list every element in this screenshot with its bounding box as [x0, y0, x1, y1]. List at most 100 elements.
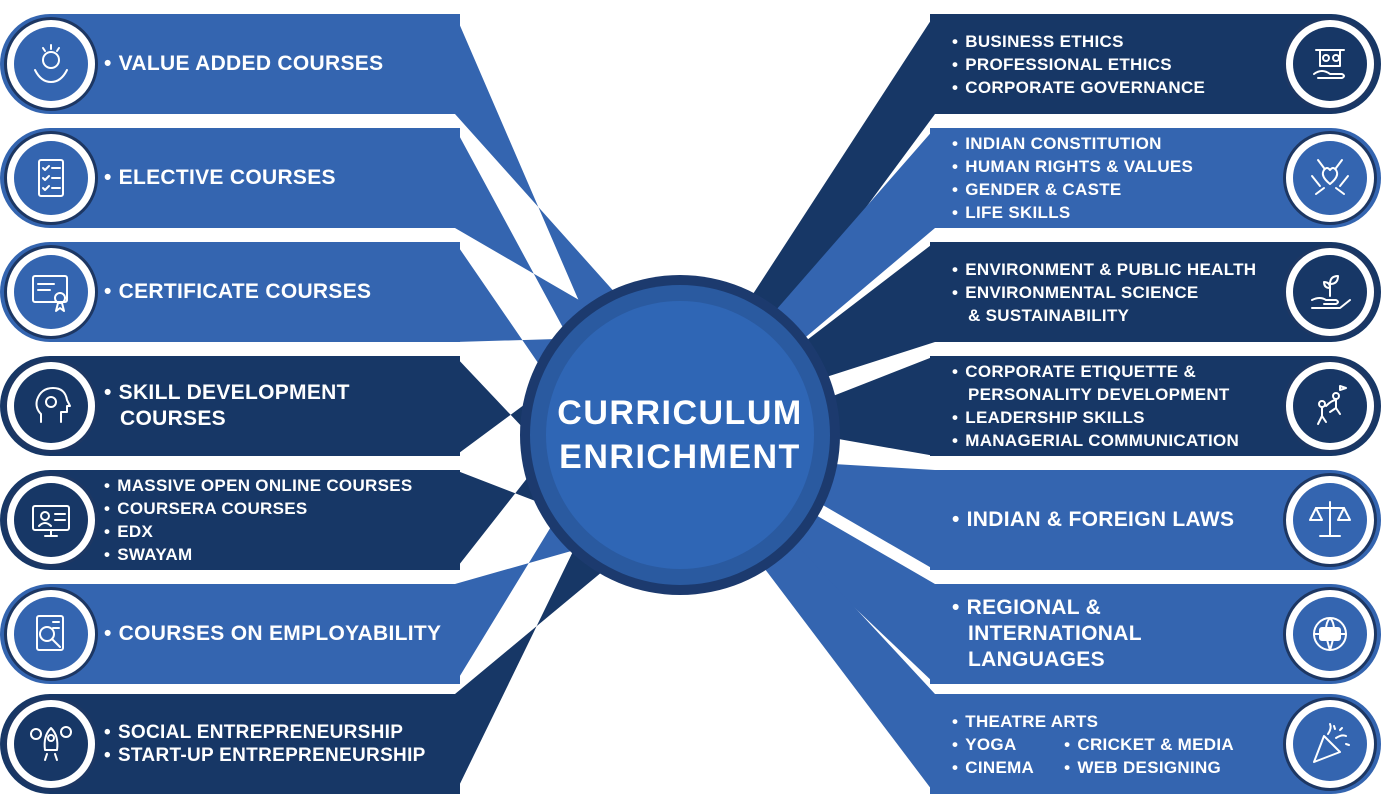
hub-circle: CURRICULUM ENRICHMENT — [520, 275, 840, 595]
icon-badge — [1283, 697, 1377, 791]
item-label: BUSINESS ETHICS — [952, 30, 1205, 53]
hub-core: CURRICULUM ENRICHMENT — [546, 301, 814, 569]
hub-title-line-2: ENRICHMENT — [559, 438, 801, 476]
panel-text: CORPORATE ETIQUETTE & PERSONALITY DEVELO… — [952, 356, 1239, 456]
panel-online-courses: MASSIVE OPEN ONLINE COURSES COURSERA COU… — [0, 470, 460, 570]
panel-text: VALUE ADDED COURSES — [104, 14, 383, 114]
item-label: ENVIRONMENT & PUBLIC HEALTH — [952, 258, 1256, 281]
item-label: CERTIFICATE COURSES — [104, 279, 371, 305]
item-label: PROFESSIONAL ETHICS — [952, 53, 1205, 76]
panel-courses-on-employability: COURSES ON EMPLOYABILITY — [0, 584, 460, 684]
panel-elective-courses: ELECTIVE COURSES — [0, 128, 460, 228]
hand-plant-icon — [1293, 255, 1367, 329]
panel-text: ENVIRONMENT & PUBLIC HEALTH ENVIRONMENTA… — [952, 242, 1256, 342]
item-label: SOCIAL ENTREPRENEURSHIP — [104, 721, 426, 744]
scales-money-icon — [1293, 27, 1367, 101]
item-label: START-UP ENTREPRENEURSHIP — [104, 744, 426, 767]
item-label: CORPORATE GOVERNANCE — [952, 76, 1205, 99]
connector-wedge-right — [759, 537, 935, 794]
panel-laws: INDIAN & FOREIGN LAWS — [930, 470, 1381, 570]
panel-environment: ENVIRONMENT & PUBLIC HEALTH ENVIRONMENTA… — [930, 242, 1381, 342]
icon-badge — [4, 359, 98, 453]
icon-badge — [1283, 131, 1377, 225]
panel-text: MASSIVE OPEN ONLINE COURSES COURSERA COU… — [104, 470, 413, 570]
panel-text: SKILL DEVELOPMENT COURSES — [104, 356, 350, 456]
panel-text: INDIAN & FOREIGN LAWS — [952, 470, 1234, 570]
hands-lightbulb-icon — [14, 27, 88, 101]
panel-text: INDIAN CONSTITUTION HUMAN RIGHTS & VALUE… — [952, 128, 1193, 228]
item-label: CRICKET & MEDIA — [1064, 733, 1234, 756]
item-label: LIFE SKILLS — [952, 201, 1193, 224]
item-label-continued: COURSES — [120, 407, 226, 430]
item-label: HUMAN RIGHTS & VALUES — [952, 155, 1193, 178]
item-label: SKILL DEVELOPMENT — [104, 380, 350, 406]
connector-wedge-right — [825, 356, 935, 456]
item-label-continued: & SUSTAINABILITY — [968, 305, 1130, 325]
two-column-list: YOGA CINEMA CRICKET & MEDIA WEB DESIGNIN… — [952, 733, 1234, 779]
item-label: THEATRE ARTS — [952, 710, 1234, 733]
resume-search-icon — [14, 597, 88, 671]
item-label: YOGA — [952, 733, 1034, 756]
connector-wedge-right — [771, 128, 935, 344]
item-label: ENVIRONMENTAL SCIENCE — [952, 281, 1256, 304]
panel-ethics: BUSINESS ETHICS PROFESSIONAL ETHICS CORP… — [930, 14, 1381, 114]
connector-wedge-left — [455, 14, 620, 318]
icon-badge — [1283, 587, 1377, 681]
panel-text: ELECTIVE COURSES — [104, 128, 336, 228]
panel-text: COURSES ON EMPLOYABILITY — [104, 584, 441, 684]
item-label: CORPORATE ETIQUETTE & — [952, 360, 1239, 383]
icon-badge — [4, 697, 98, 791]
panel-arts-media: THEATRE ARTS YOGA CINEMA CRICKET & MEDIA… — [930, 694, 1381, 794]
connector-wedge-right — [800, 242, 935, 380]
connector-wedge-left — [455, 356, 535, 456]
connector-wedge-right — [748, 14, 935, 324]
panel-languages: REGIONAL & INTERNATIONAL LANGUAGES — [930, 584, 1381, 684]
item-label-continued: LANGUAGES — [968, 648, 1105, 671]
climbing-team-icon — [1293, 369, 1367, 443]
item-label: ELECTIVE COURSES — [104, 165, 336, 191]
icon-badge — [1283, 245, 1377, 339]
panel-entrepreneurship: SOCIAL ENTREPRENEURSHIP START-UP ENTREPR… — [0, 694, 460, 794]
rocket-coins-icon — [14, 707, 88, 781]
justice-scales-icon — [1293, 483, 1367, 557]
panel-text: SOCIAL ENTREPRENEURSHIP START-UP ENTREPR… — [104, 694, 426, 794]
item-label: MASSIVE OPEN ONLINE COURSES — [104, 474, 413, 497]
hub-title-line-1: CURRICULUM — [557, 394, 803, 432]
party-popper-icon — [1293, 707, 1367, 781]
icon-badge — [4, 17, 98, 111]
connector-wedge-right — [815, 463, 935, 570]
item-label: COURSERA COURSES — [104, 497, 413, 520]
item-label: WEB DESIGNING — [1064, 756, 1234, 779]
checklist-icon — [14, 141, 88, 215]
panel-text: REGIONAL & INTERNATIONAL LANGUAGES — [952, 584, 1142, 684]
connector-wedge-right — [785, 511, 935, 684]
item-label: GENDER & CASTE — [952, 178, 1193, 201]
panel-text: THEATRE ARTS YOGA CINEMA CRICKET & MEDIA… — [952, 694, 1234, 794]
hands-heart-icon — [1293, 141, 1367, 215]
panel-text: BUSINESS ETHICS PROFESSIONAL ETHICS CORP… — [952, 14, 1205, 114]
item-label: INDIAN CONSTITUTION — [952, 132, 1193, 155]
item-label: LEADERSHIP SKILLS — [952, 406, 1239, 429]
globe-translate-icon — [1293, 597, 1367, 671]
icon-badge — [1283, 473, 1377, 567]
item-label: REGIONAL & — [952, 595, 1142, 621]
item-label: SWAYAM — [104, 543, 413, 566]
icon-badge — [1283, 359, 1377, 453]
item-label: INDIAN & FOREIGN LAWS — [952, 507, 1234, 533]
panel-constitution-rights: INDIAN CONSTITUTION HUMAN RIGHTS & VALUE… — [930, 128, 1381, 228]
panel-corporate-etiquette: CORPORATE ETIQUETTE & PERSONALITY DEVELO… — [930, 356, 1381, 456]
item-label: VALUE ADDED COURSES — [104, 51, 383, 77]
connector-wedge-left — [455, 469, 548, 570]
item-label-continued: PERSONALITY DEVELOPMENT — [968, 385, 1230, 404]
head-gear-icon — [14, 369, 88, 443]
panel-skill-development-courses: SKILL DEVELOPMENT COURSES — [0, 356, 460, 456]
certificate-icon — [14, 255, 88, 329]
panel-certificate-courses: CERTIFICATE COURSES — [0, 242, 460, 342]
item-label-continued: INTERNATIONAL — [968, 622, 1142, 645]
item-label: COURSES ON EMPLOYABILITY — [104, 621, 441, 647]
item-label: EDX — [104, 520, 413, 543]
online-class-icon — [14, 483, 88, 557]
item-label: MANAGERIAL COMMUNICATION — [952, 429, 1239, 452]
